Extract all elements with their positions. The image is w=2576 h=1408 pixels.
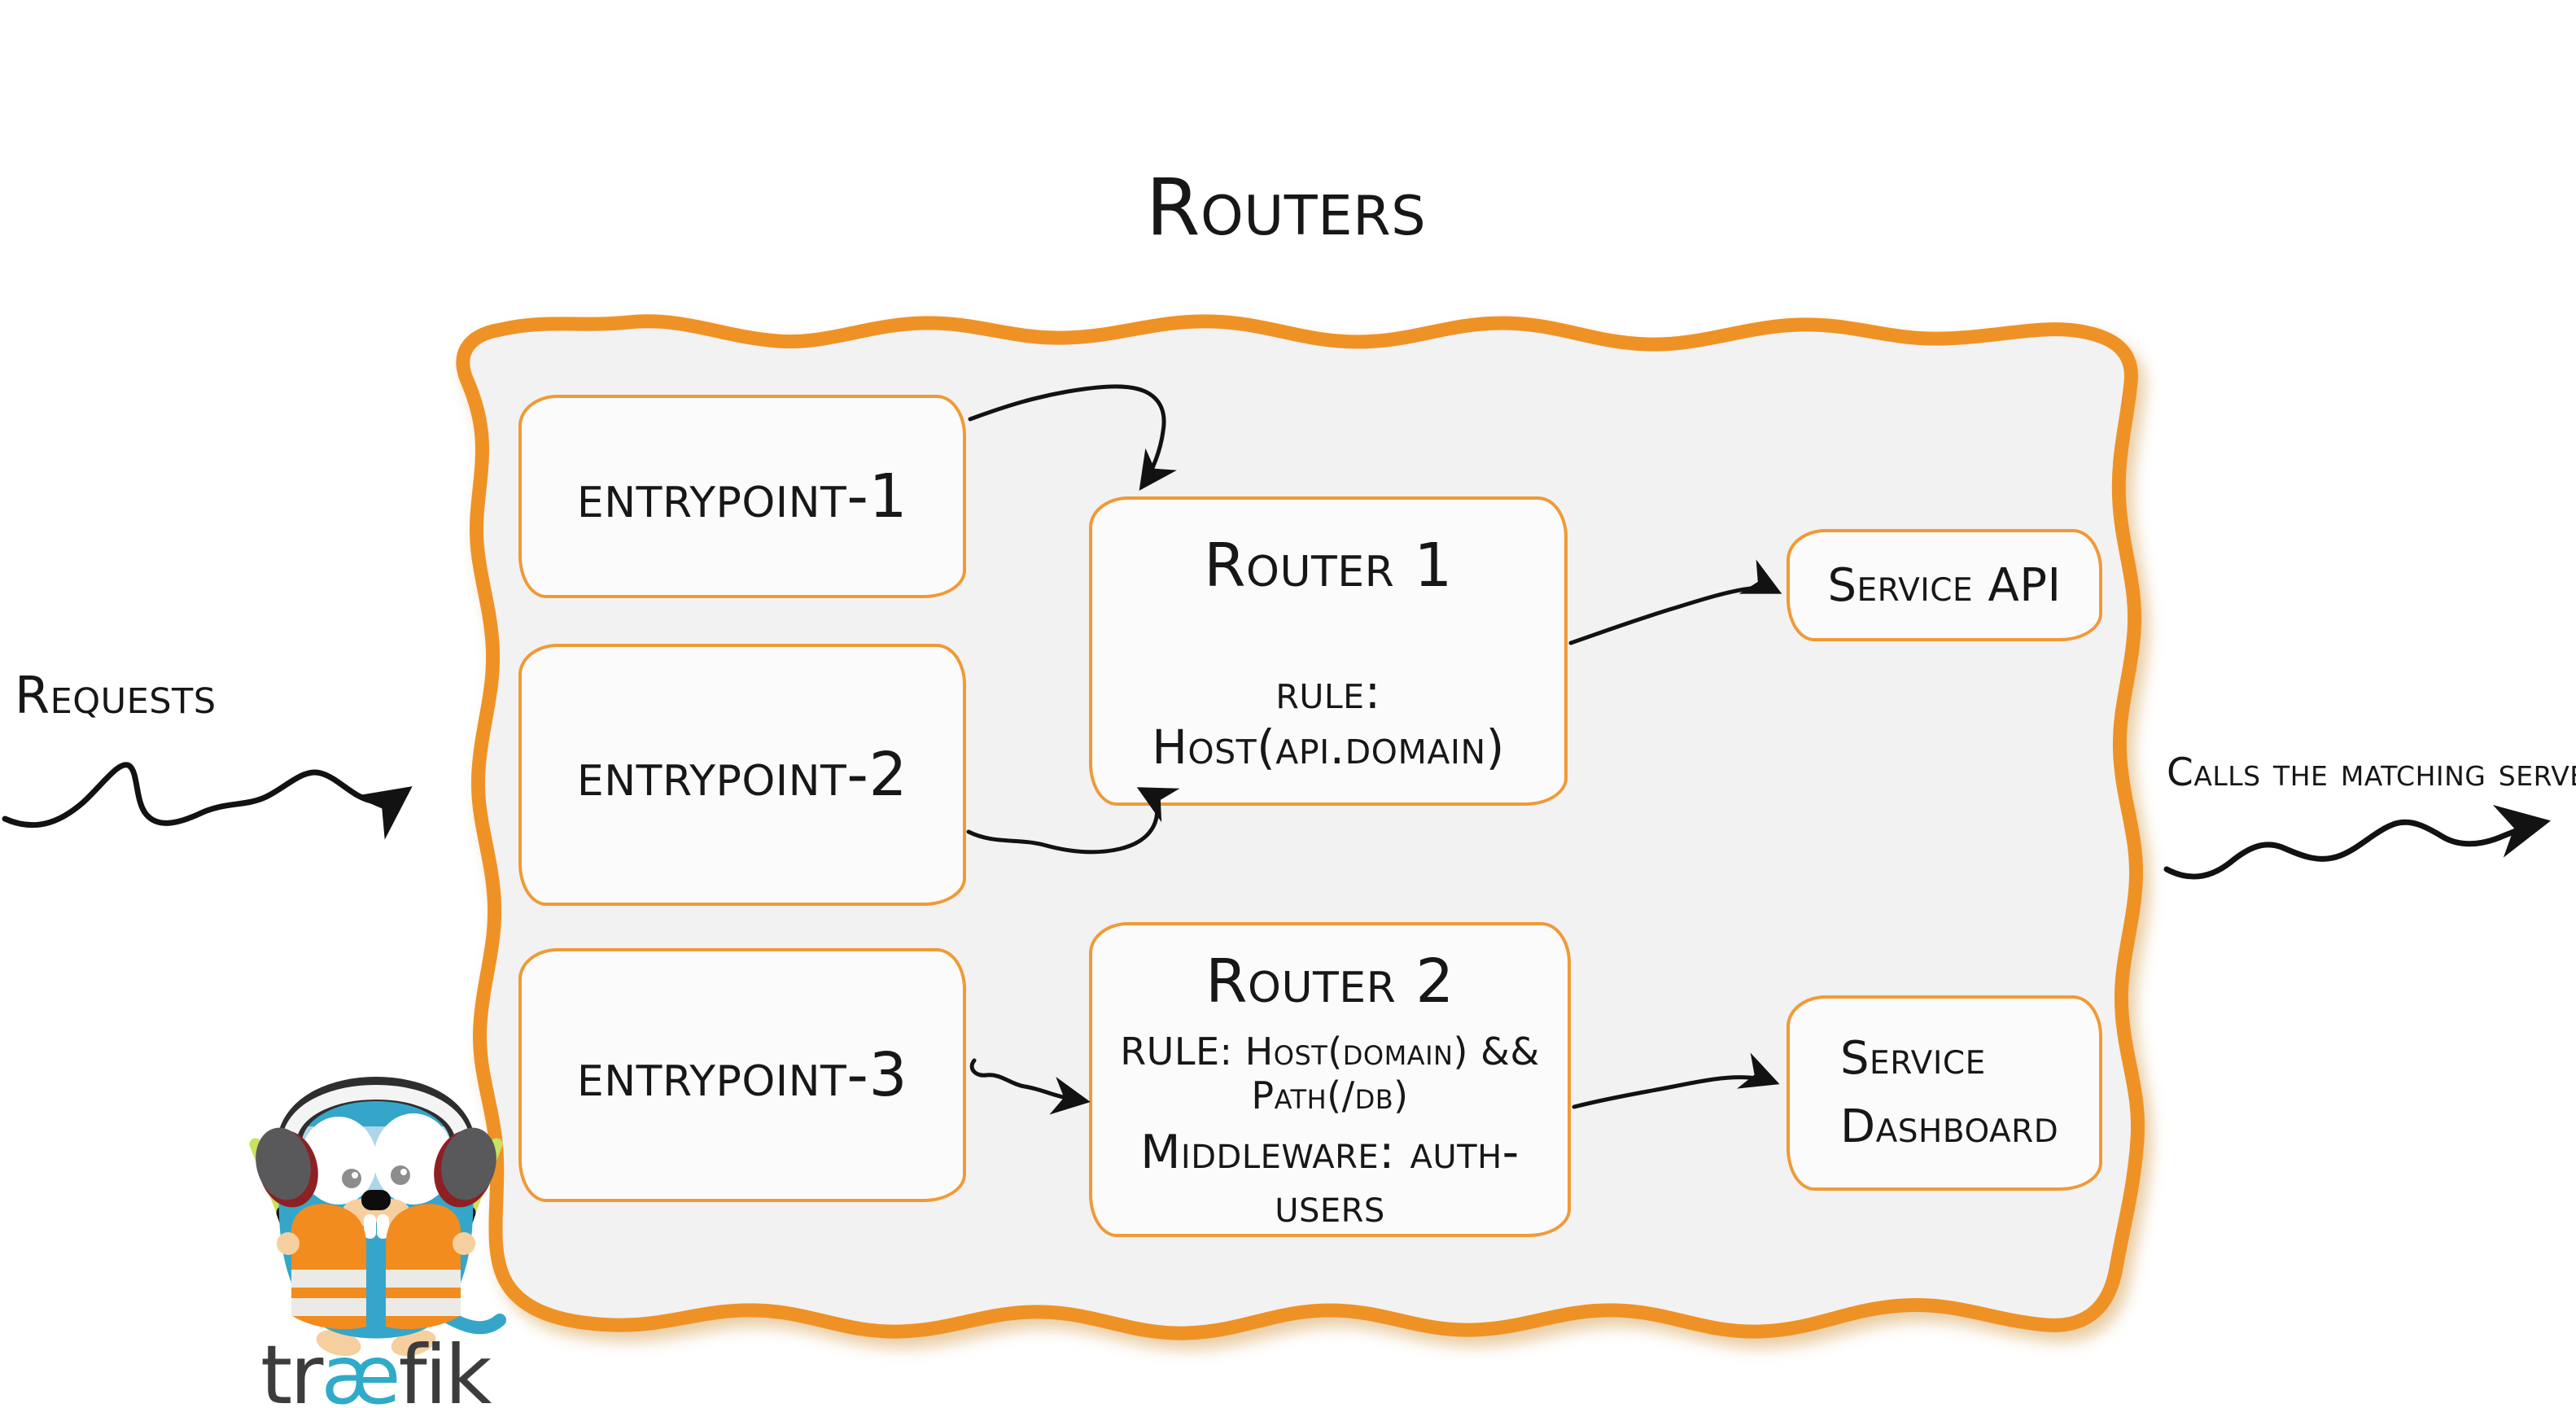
entrypoint-3-label: entrypoint-3: [576, 1040, 908, 1110]
arrow-router2-to-service-dashboard: [1572, 1052, 1780, 1109]
service-dashboard-box: Service Dashboard: [1787, 995, 2102, 1191]
traefik-gopher-mascot: [249, 1077, 506, 1357]
arrow-entrypoint3-to-router2: [969, 1058, 1091, 1115]
traefik-wordmark: træfik: [260, 1335, 492, 1408]
router-2-middleware: Middleware: auth-users: [1140, 1126, 1520, 1233]
service-dashboard-label: Service Dashboard: [1840, 1032, 2059, 1153]
wordmark-tr: tr: [260, 1327, 323, 1408]
router-1-rule: rule: Host(api.domain): [1152, 664, 1505, 775]
service-api-box: Service API: [1787, 529, 2102, 641]
wordmark-fik: fik: [398, 1327, 492, 1408]
entrypoint-1-box: entrypoint-1: [518, 395, 966, 598]
calls-label: Calls the matching server: [2167, 750, 2576, 795]
wordmark-ae: æ: [321, 1327, 400, 1408]
router-2-box: Router 2 RULE: Host(domain) && Path(/db)…: [1089, 922, 1571, 1237]
entrypoint-2-box: entrypoint-2: [518, 644, 966, 906]
gopher-hand-left: [277, 1232, 300, 1255]
gopher-foot-right: [391, 1329, 436, 1357]
router-1-box: Router 1 rule: Host(api.domain): [1089, 496, 1568, 806]
gopher-hand-right: [453, 1232, 475, 1255]
diagram-title: Routers: [1145, 162, 1427, 253]
gopher-foot-left: [316, 1329, 361, 1357]
entrypoint-1-label: entrypoint-1: [576, 461, 908, 531]
service-api-label: Service API: [1827, 558, 2062, 612]
entrypoint-3-box: entrypoint-3: [518, 948, 966, 1202]
traefik-logo: træfik: [238, 1040, 563, 1408]
headphones-icon: [256, 1077, 496, 1208]
router-1-title: Router 1: [1204, 531, 1453, 601]
entrypoint-2-label: entrypoint-2: [576, 740, 908, 810]
arrow-entrypoint1-to-router1: [968, 384, 1177, 491]
requests-label: Requests: [15, 666, 216, 725]
router-2-title: Router 2: [1205, 947, 1454, 1017]
gopher-eyes: [300, 1113, 453, 1205]
arrow-requests-in: [2, 762, 413, 840]
safety-vest: [291, 1204, 461, 1330]
arrow-router1-to-service-api: [1568, 559, 1782, 645]
arrow-calls-out: [2163, 804, 2552, 880]
router-2-rule: RULE: Host(domain) && Path(/db): [1120, 1030, 1540, 1117]
gopher-tail: [441, 1310, 506, 1335]
